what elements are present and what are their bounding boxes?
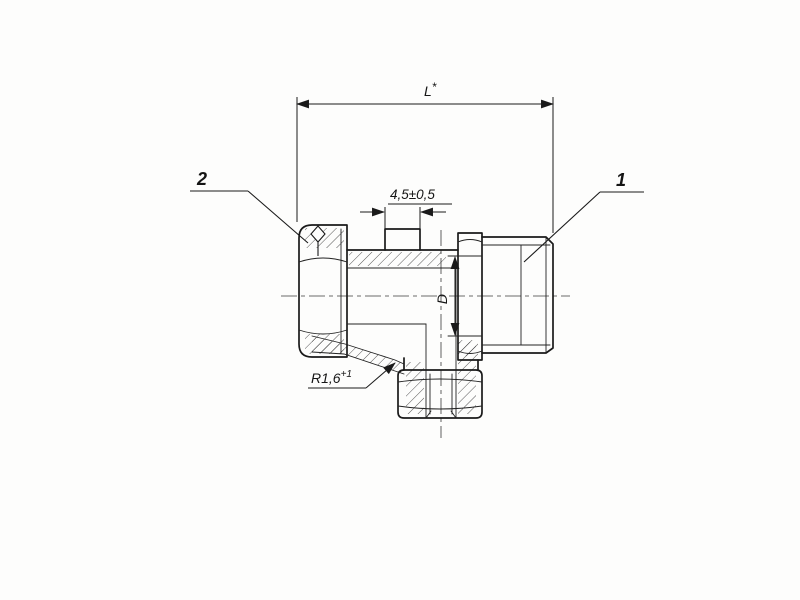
part-2-number: 2	[196, 169, 207, 189]
bore-passage-lines	[346, 267, 457, 325]
threaded-stud-outline	[481, 236, 554, 354]
hatch-branch-left-wall	[406, 362, 424, 414]
overall-length-text: L*	[424, 80, 437, 99]
hatch-nut-top-wall	[305, 228, 344, 248]
union-nut-outline	[298, 224, 348, 358]
dim-collar-width: 4,5±0,5	[360, 187, 452, 247]
dim-fillet-radius: R1,6+1	[308, 362, 396, 389]
dim-bore-diameter: D	[434, 255, 460, 337]
branch-opening-chamfers	[425, 410, 457, 419]
part-1-number: 1	[616, 170, 626, 190]
dim-overall-length: L*	[295, 80, 555, 233]
leader-line	[365, 362, 396, 389]
hatch-body-corner	[458, 340, 478, 356]
hatch-seat-slope	[312, 336, 404, 374]
fillet-radius-text: R1,6+1	[311, 369, 352, 386]
flange-hex-arcs	[457, 239, 483, 354]
hatch-body-top-wall	[349, 252, 446, 266]
part-2-leader	[247, 190, 309, 244]
part-label-1: 1	[523, 170, 644, 263]
bottom-nut-hex-arcs	[397, 378, 483, 410]
collar-width-text: 4,5±0,5	[390, 187, 435, 202]
collar-outline	[384, 228, 421, 251]
branch-thread-lines	[429, 373, 453, 415]
part-1-leader	[523, 191, 601, 263]
part-label-2: 2	[190, 169, 309, 244]
bore-diameter-text: D	[434, 294, 450, 304]
seat-slope-edges	[311, 335, 405, 375]
nut-hex-arcs	[298, 257, 348, 335]
part-inner-lines	[298, 228, 551, 419]
nut-tab-detail	[310, 225, 326, 256]
bottom-nut-outline	[397, 369, 483, 419]
